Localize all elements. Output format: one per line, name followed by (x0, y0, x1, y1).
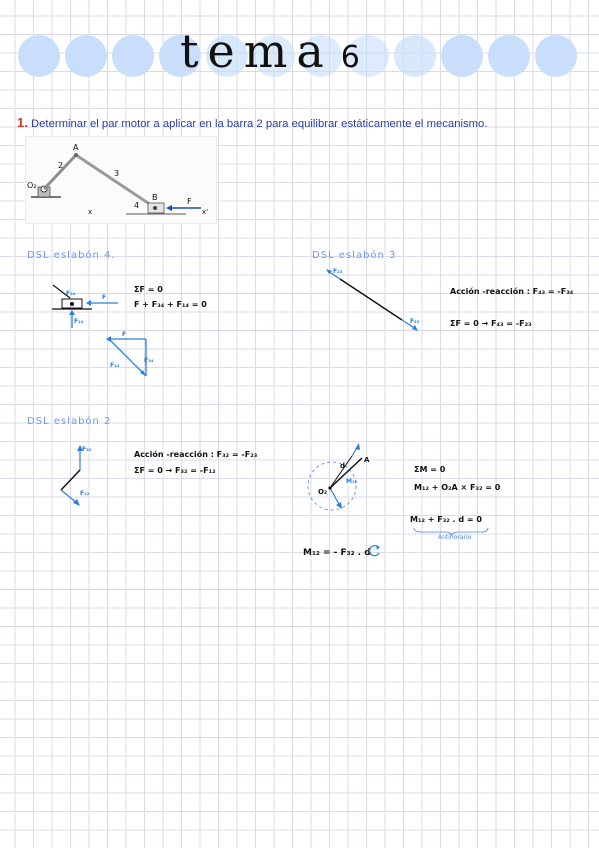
dsl2-moment-eq-d: M₁₂ + F₃₂ . d = 0 (410, 515, 482, 524)
problem-statement: 1. Determinar el par motor a aplicar en … (17, 115, 487, 130)
dsl4-force-triangle (106, 336, 147, 377)
dsl2-moment-diagram (307, 443, 363, 511)
dsl3-eq-action: Acción -reacción : F₄₃ = -F₃₄ (450, 287, 574, 296)
dsl2-moment-sum: ΣM = 0 (414, 465, 446, 474)
figure-label-3: 3 (114, 169, 120, 178)
header-dot-9 (394, 35, 436, 77)
problem-number: 1. (17, 115, 28, 130)
counterclockwise-arrow-icon (369, 545, 380, 557)
dsl4-f34-label: F₃₄ (66, 290, 76, 297)
header-dot-10 (441, 35, 483, 77)
section-dsl4-heading: DSL eslabón 4. (27, 250, 116, 261)
dsl2-underbrace (413, 527, 489, 536)
dsl4-eq-sum: ΣF = 0 (134, 285, 163, 294)
dsl4-f-label: F (102, 294, 107, 301)
dsl4-triangle-f34: F₃₄ (144, 357, 154, 364)
problem-text: Determinar el par motor a aplicar en la … (30, 118, 488, 130)
dsl2-antihorario-note: Antihorario (438, 534, 472, 541)
section-dsl2-heading: DSL eslabón 2 (27, 416, 112, 427)
figure-label-xp: x' (202, 208, 209, 216)
dsl2-eq-sum: ΣF = 0 → F₃₂ = -F₁₂ (134, 466, 216, 475)
header-dot-5 (206, 35, 248, 77)
dsl2-diagram (60, 445, 83, 506)
title-number: 6 (340, 40, 360, 75)
header-dot-8 (347, 35, 389, 77)
dsl2-moment-eq: M₁₂ + O₂A × F₃₂ = 0 (414, 483, 501, 492)
figure-label-2: 2 (58, 161, 64, 170)
mechanism-figure: A O₂ 2 3 4 B F x x' (25, 136, 217, 224)
dsl2-f32-label: F₃₂ (82, 446, 92, 453)
dsl3-diagram (326, 269, 418, 331)
dsl2-o2-label: O₂ (318, 488, 328, 496)
header-dot-4 (159, 35, 201, 77)
dsl2-a-label: A (364, 456, 370, 464)
dsl2-m-label: M₁₂ (346, 478, 358, 485)
dsl4-triangle-f: F (122, 331, 127, 338)
header-dot-2 (65, 35, 107, 77)
title-text: tema (180, 24, 333, 78)
dsl2-moment-final: M₁₂ = - F₃₂ . d (303, 548, 371, 558)
dsl2-d-label: d (340, 462, 346, 470)
header-dot-12 (535, 35, 577, 77)
dsl2-eq-action: Acción -reacción : F₃₂ = -F₂₃ (134, 450, 258, 459)
figure-label-a: A (73, 143, 79, 152)
figure-label-b: B (152, 193, 158, 202)
figure-label-x: x (88, 208, 93, 216)
header-dot-11 (488, 35, 530, 77)
header-dot-7 (300, 35, 342, 77)
section-dsl3-heading: DSL eslabón 3 (312, 250, 397, 261)
dsl3-f23-label: F₂₃ (333, 268, 343, 275)
header-dot-1 (18, 35, 60, 77)
dsl4-triangle-f14: F₁₄ (110, 362, 120, 369)
dsl3-f43-label: F₄₃ (410, 318, 420, 325)
dsl4-f14-label: F₁₄ (74, 318, 84, 325)
dsl4-eq-vector: F + F₃₄ + F₁₄ = 0 (134, 300, 207, 309)
dsl2-f12-label: F₁₂ (80, 490, 90, 497)
dsl3-eq-sum: ΣF = 0 → F₄₃ = -F₂₃ (450, 319, 532, 328)
header-dot-6 (253, 35, 295, 77)
figure-label-f: F (187, 197, 192, 206)
dsl4-diagram (52, 284, 118, 328)
header-dot-3 (112, 35, 154, 77)
figure-label-4: 4 (134, 201, 140, 210)
mechanism-drawing (31, 153, 201, 215)
figure-label-o2: O₂ (27, 181, 37, 190)
